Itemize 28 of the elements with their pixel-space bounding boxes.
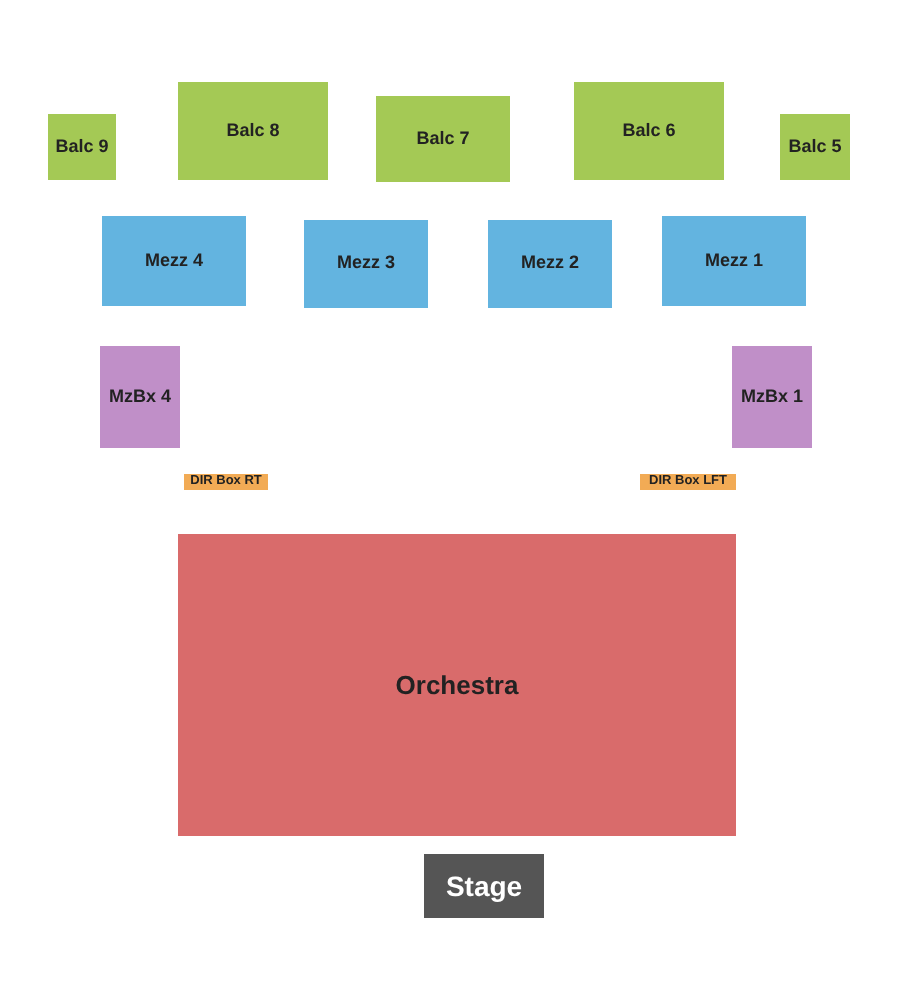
seating-section (574, 82, 724, 180)
section-label: Orchestra (395, 671, 519, 699)
section-label: Balc 5 (788, 137, 842, 157)
section-label: Mezz 4 (144, 251, 203, 271)
section-label: Balc 6 (622, 121, 676, 141)
section-label: MzBx 4 (108, 387, 171, 407)
seating-section (178, 82, 328, 180)
section-label: Mezz 1 (704, 251, 763, 271)
section-label: Stage (445, 871, 523, 901)
section-label: Mezz 2 (520, 254, 579, 274)
section-label: Mezz 3 (336, 254, 395, 274)
seating-section (732, 346, 812, 448)
seating-section (640, 474, 736, 490)
seating-section (662, 216, 806, 306)
seating-section (376, 96, 510, 182)
seating-section (780, 114, 850, 180)
seating-section (48, 114, 116, 180)
seating-section (102, 216, 246, 306)
seating-section (100, 346, 180, 448)
seating-section (424, 854, 544, 918)
section-label: Balc 9 (55, 137, 109, 157)
seating-section (488, 220, 612, 308)
section-label: Balc 8 (226, 121, 280, 141)
section-label: MzBx 1 (740, 387, 803, 407)
seating-section (304, 220, 428, 308)
seating-section (178, 534, 736, 836)
section-label: Balc 7 (416, 129, 470, 149)
seating-section (184, 474, 268, 490)
